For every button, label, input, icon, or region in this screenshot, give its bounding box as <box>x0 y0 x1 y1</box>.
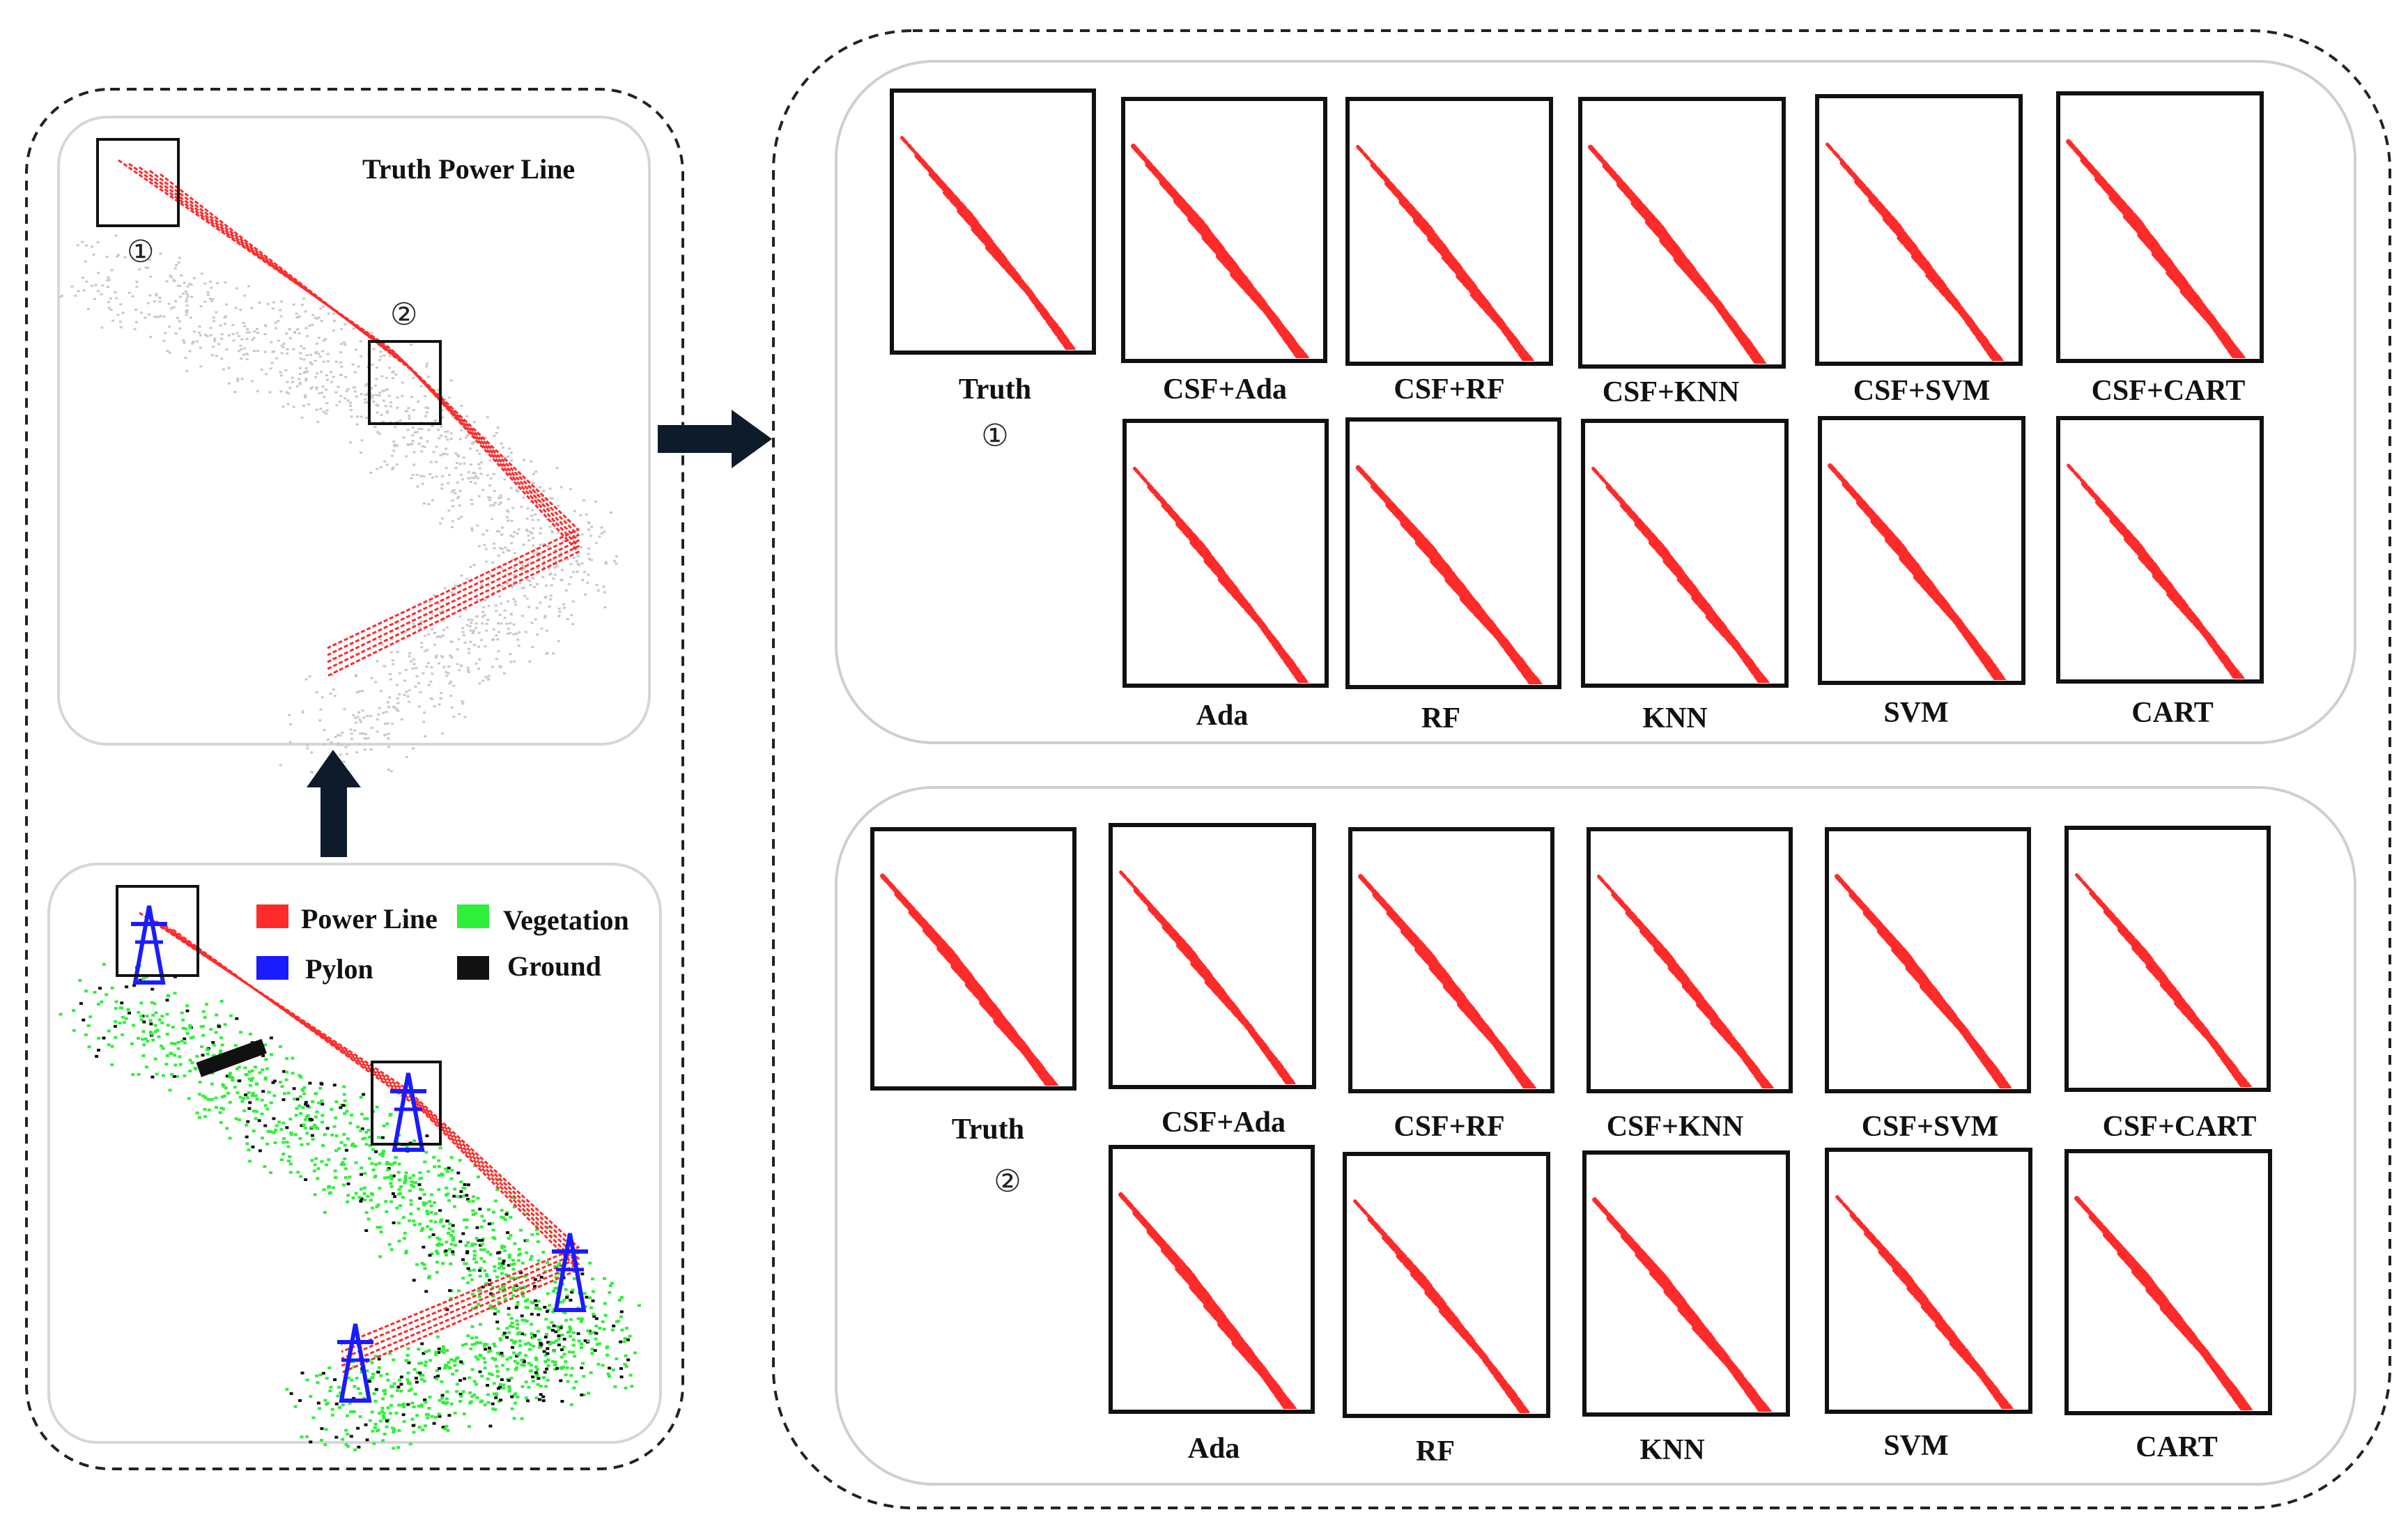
region-1-label-cart: CART <box>2131 697 2214 729</box>
region-1-thumb-csf-rf <box>1345 97 1553 366</box>
region-2-label-csf-ada: CSF+Ada <box>1161 1107 1286 1139</box>
region-1-thumb-csf-svm <box>1815 94 2023 366</box>
region-2-label-svm: SVM <box>1883 1430 1948 1462</box>
region-2-label-csf-rf: CSF+RF <box>1394 1111 1504 1143</box>
legend-label-ground: Ground <box>507 950 601 982</box>
region-2-marker: ② <box>994 1164 1021 1199</box>
region-1-label-csf-rf: CSF+RF <box>1394 373 1504 406</box>
truth-power-line-title: Truth Power Line <box>362 153 575 185</box>
region-2-thumb-rf <box>1343 1152 1550 1418</box>
region-2-thumb-csf-ada <box>1109 823 1316 1089</box>
region-1-marker-top: ① <box>127 235 154 269</box>
region-1-label-ada: Ada <box>1196 700 1249 732</box>
region-2-label-csf-cart: CSF+CART <box>2103 1111 2257 1143</box>
region-2-label-truth: Truth <box>952 1114 1024 1146</box>
region-2-thumb-csf-cart <box>2064 826 2271 1092</box>
region-1-thumb-knn <box>1581 419 1789 688</box>
region-1-label-csf-knn: CSF+KNN <box>1603 376 1740 408</box>
legend-swatch-pylon <box>256 956 288 980</box>
legend-swatch-power-line <box>256 904 288 928</box>
region-1-thumb-svm <box>1818 416 2025 685</box>
region-2-label-rf: RF <box>1416 1435 1455 1467</box>
region-2-thumb-svm <box>1825 1148 2032 1414</box>
region-2-thumb-knn <box>1582 1150 1790 1417</box>
region-1-label-csf-svm: CSF+SVM <box>1853 375 1991 407</box>
region-1-box-top <box>96 138 180 227</box>
region-1-label-svm: SVM <box>1883 697 1948 729</box>
region-1-label-csf-ada: CSF+Ada <box>1163 373 1287 406</box>
classified-scene <box>59 905 641 1451</box>
region-1-thumb-cart <box>2056 416 2264 684</box>
legend: Power Line Vegetation Pylon Ground <box>256 903 629 985</box>
left-dashed-container <box>25 88 684 1470</box>
right-dashed-container <box>772 29 2391 1509</box>
region-1-thumb-csf-cart <box>2056 91 2264 363</box>
region-2-thumb-cart <box>2064 1149 2272 1415</box>
right-arrow <box>658 410 772 468</box>
region-2-box-bottom <box>371 1061 442 1146</box>
region-2-box-top <box>368 340 442 425</box>
legend-label-vegetation: Vegetation <box>503 904 629 936</box>
legend-label-power-line: Power Line <box>301 903 438 934</box>
truth-power-line-scene <box>58 159 618 773</box>
region-2-thumb-csf-rf <box>1348 827 1554 1093</box>
legend-swatch-ground <box>457 956 489 980</box>
region-1-marker: ① <box>981 419 1008 453</box>
region-2-label-csf-svm: CSF+SVM <box>1862 1111 1999 1143</box>
region-1-box-bottom <box>116 885 199 977</box>
region-1-thumb-csf-ada <box>1121 97 1327 363</box>
region-2-label-ada: Ada <box>1188 1433 1240 1465</box>
legend-swatch-vegetation <box>457 904 489 928</box>
region-1-label-csf-cart: CSF+CART <box>2092 375 2246 407</box>
region-2-marker-top: ② <box>390 298 417 332</box>
classified-scene-panel <box>47 863 662 1444</box>
region-2-label-csf-knn: CSF+KNN <box>1607 1111 1744 1143</box>
region-2-thumb-csf-knn <box>1587 827 1793 1093</box>
region-2-thumb-csf-svm <box>1825 827 2031 1093</box>
region-1-label-rf: RF <box>1421 702 1460 734</box>
truth-power-line-panel <box>57 116 651 746</box>
region-1-thumb-csf-knn <box>1578 97 1786 369</box>
region-1-label-truth: Truth <box>959 373 1031 406</box>
up-arrow <box>307 750 361 857</box>
region-2-label-knn: KNN <box>1639 1434 1704 1466</box>
legend-label-pylon: Pylon <box>305 953 373 985</box>
region-1-label-knn: KNN <box>1642 702 1707 734</box>
region-1-thumb-ada <box>1122 419 1329 688</box>
region-1-thumb-truth <box>890 88 1096 355</box>
region-2-thumb-ada <box>1109 1145 1315 1414</box>
region-1-thumb-rf <box>1345 417 1561 689</box>
region-2-thumb-truth <box>870 827 1076 1091</box>
region-2-label-cart: CART <box>2136 1431 2218 1463</box>
